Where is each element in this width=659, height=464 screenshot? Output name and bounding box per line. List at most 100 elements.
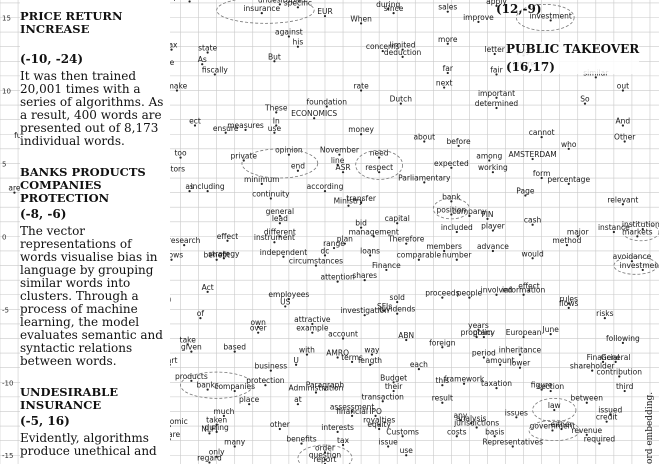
point-marker: [392, 389, 395, 393]
point-marker: [441, 401, 444, 404]
point-label: taken: [206, 416, 227, 425]
point-marker: [350, 360, 354, 363]
point-marker: [423, 140, 426, 143]
point-marker: [524, 194, 527, 197]
point-marker: [278, 427, 281, 431]
cluster-ellipse: [297, 444, 353, 464]
point-label: bid: [355, 219, 367, 228]
point-marker: [275, 111, 278, 114]
point-marker: [294, 363, 298, 366]
point-label: In: [273, 116, 280, 125]
point-marker: [257, 325, 260, 328]
point-label: involved: [481, 286, 513, 295]
point-marker: [385, 268, 388, 272]
point-marker: [381, 49, 384, 53]
point-label: state: [198, 44, 217, 53]
point-marker: [551, 429, 554, 432]
point-marker: [215, 258, 218, 261]
point-label: required: [584, 435, 616, 444]
point-label: terms: [341, 353, 363, 362]
point-label: transaction: [362, 392, 405, 401]
point-label: measures: [227, 121, 264, 130]
point-marker: [336, 163, 339, 166]
point-label: taxation: [481, 379, 512, 388]
point-marker: [325, 105, 328, 108]
point-marker: [468, 214, 471, 218]
text-panel: PRICE RETURN INCREASE (-10, -24) It was …: [20, 0, 170, 464]
point-label: dividends: [379, 305, 415, 314]
point-marker: [598, 442, 601, 445]
y-tick-label: 10: [2, 87, 11, 95]
point-label: SFIs: [377, 302, 392, 311]
point-marker: [387, 7, 390, 10]
point-marker: [222, 257, 225, 260]
point-marker: [341, 337, 345, 340]
point-label: letter: [485, 45, 506, 54]
point-marker: [441, 346, 444, 349]
point-label: much: [213, 407, 234, 416]
point-label: number: [442, 251, 472, 260]
section-price-return: PRICE RETURN INCREASE (-10, -24) It was …: [20, 10, 170, 148]
point-label: members: [426, 242, 462, 251]
point-label: benefits: [286, 435, 316, 444]
point-label: use: [268, 124, 282, 133]
point-marker: [370, 353, 374, 356]
point-marker: [450, 200, 453, 203]
point-marker: [601, 360, 605, 363]
point-label: But: [268, 52, 281, 61]
point-label: attention: [321, 273, 355, 282]
point-label: far: [443, 64, 454, 73]
point-marker: [459, 419, 462, 422]
point-marker: [278, 214, 281, 218]
point-label: bank: [442, 192, 461, 201]
point-label: their: [385, 382, 403, 391]
point-label: advance: [477, 242, 509, 251]
point-marker: [338, 153, 341, 156]
point-label: Therefore: [387, 235, 425, 244]
point-marker: [443, 249, 446, 253]
point-marker: [296, 169, 300, 172]
point-marker: [475, 426, 478, 429]
point-label: years: [468, 321, 489, 330]
point-label: assessment: [330, 402, 375, 411]
scatter-points: certainprovidesundesirablespecificinsura…: [8, 0, 659, 464]
point-marker: [278, 222, 281, 225]
point-marker: [347, 204, 350, 207]
point-label: These: [264, 103, 288, 112]
point-label: this: [435, 376, 449, 385]
point-label: instrument: [254, 233, 295, 242]
point-label: comparable: [397, 251, 442, 260]
point-marker: [603, 316, 606, 320]
point-label: before: [447, 137, 472, 146]
point-marker: [213, 73, 216, 76]
point-marker: [183, 244, 186, 247]
point-marker: [381, 400, 384, 403]
point-label: lead: [272, 214, 288, 223]
point-label: research: [168, 236, 201, 245]
point-marker: [296, 6, 300, 9]
point-label: during: [376, 0, 400, 9]
point-marker: [482, 335, 485, 339]
point-marker: [224, 131, 227, 134]
point-marker: [495, 4, 498, 7]
point-label: ECONOMICS: [291, 109, 337, 118]
point-label: As: [198, 55, 207, 64]
point-label: his: [293, 38, 304, 47]
point-marker: [462, 382, 466, 385]
point-marker: [477, 328, 480, 331]
point-marker: [609, 413, 612, 416]
point-label: contribution: [597, 367, 643, 376]
cluster-ellipse: [613, 256, 658, 275]
point-marker: [341, 171, 345, 174]
point-label: Finance: [372, 261, 401, 270]
point-label: Budget: [380, 373, 407, 382]
point-label: risks: [596, 309, 613, 318]
point-label: Act: [202, 283, 214, 292]
point-marker: [387, 445, 390, 448]
point-marker: [323, 14, 327, 18]
point-marker: [392, 12, 395, 15]
point-label: NLFI: [201, 424, 217, 433]
point-label: business: [254, 362, 287, 371]
point-label: money: [348, 125, 374, 134]
